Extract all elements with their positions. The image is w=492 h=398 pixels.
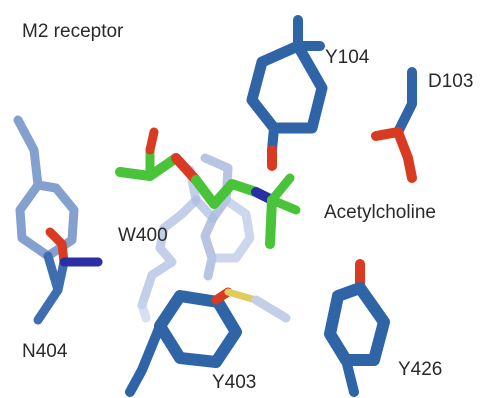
label-acetylcholine: Acetylcholine	[324, 202, 436, 223]
residue-d103-sticks	[371, 67, 417, 183]
residue-y104-sticks	[246, 15, 328, 171]
label-w400: W400	[118, 225, 168, 246]
label-y426: Y426	[398, 359, 443, 380]
label-y403: Y403	[212, 372, 257, 393]
residue-n404-sticks	[13, 115, 103, 325]
figure-title: M2 receptor	[22, 21, 124, 42]
ligand-acetylcholine-sticks	[115, 127, 301, 249]
label-d103: D103	[428, 71, 474, 92]
label-n404: N404	[22, 341, 68, 362]
residue-y426-sticks	[324, 259, 390, 397]
label-y104: Y104	[325, 47, 370, 68]
residue-y403-sticks	[125, 287, 291, 397]
residue-w400-sticks	[137, 153, 255, 323]
